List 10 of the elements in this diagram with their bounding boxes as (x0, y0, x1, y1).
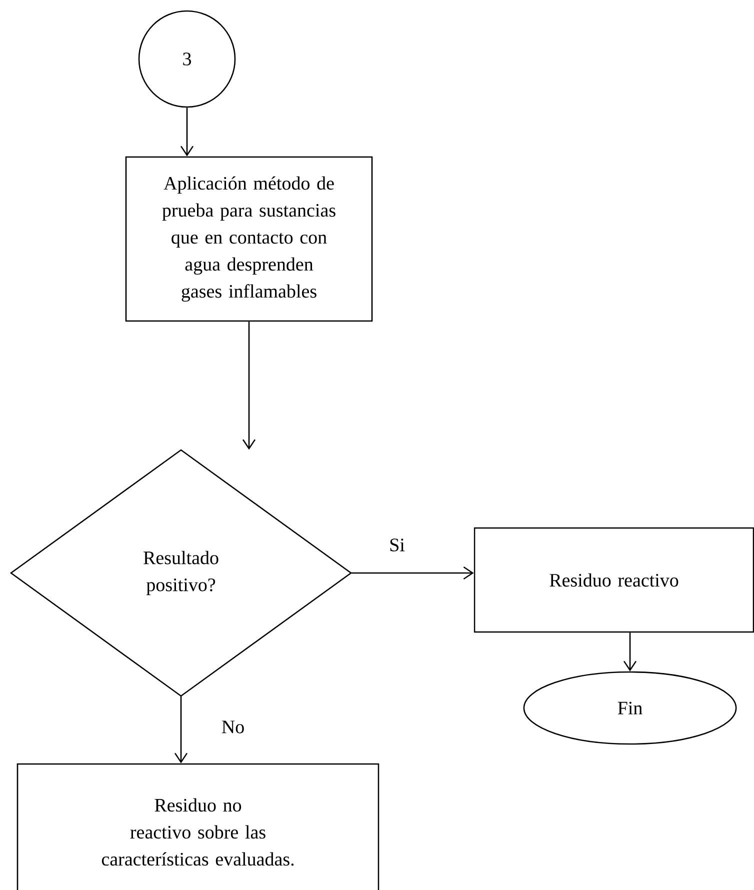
process-box: Residuo no reactivo sobre las características evaluadas. (16, 763, 380, 890)
edge-label: Si (390, 538, 405, 552)
arrow (242, 322, 256, 450)
process-box: Aplicación método de prueba para sustancias que en contacto con agua desprenden gases inflamables (125, 156, 373, 322)
arrow (174, 696, 188, 764)
edge-label: No (222, 720, 244, 734)
process-box: Residuo reactivo (474, 527, 754, 633)
arrow (623, 632, 637, 672)
arrow (351, 566, 474, 580)
arrow (180, 108, 194, 156)
